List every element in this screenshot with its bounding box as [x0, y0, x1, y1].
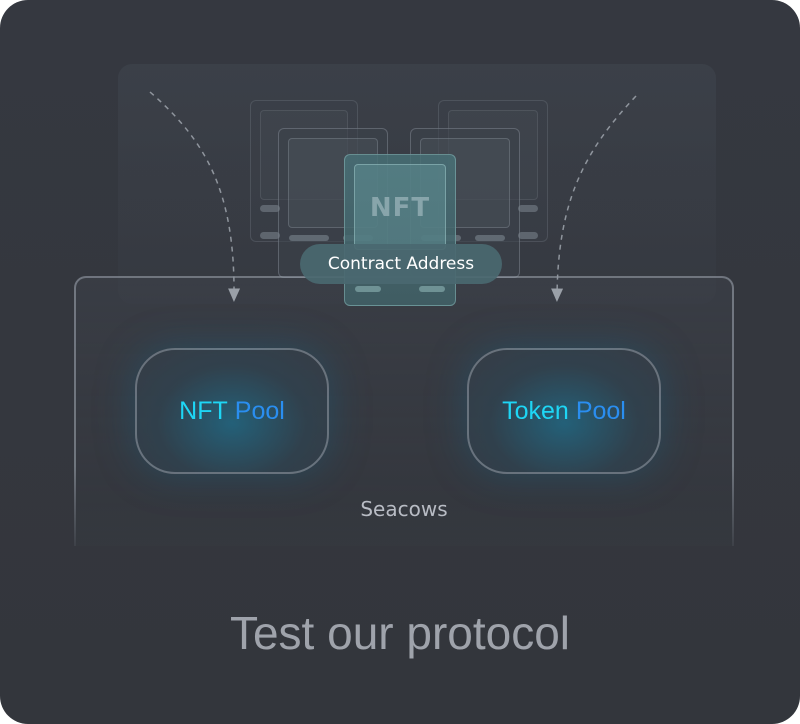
token-pool-button[interactable]: Token Pool	[467, 348, 661, 474]
seacows-label: Seacows	[360, 497, 448, 521]
nft-pool-button[interactable]: NFT Pool	[135, 348, 329, 474]
seacows-container	[74, 276, 734, 546]
arrow-left	[149, 91, 241, 302]
contract-address-pill: Contract Address	[300, 244, 502, 284]
nft-pool-word1: NFT	[179, 396, 228, 425]
arrow-right	[551, 95, 637, 302]
token-pool-word1: Token	[502, 396, 569, 425]
page-title: Test our protocol	[229, 607, 571, 659]
contract-address-label: Contract Address	[327, 254, 475, 274]
nft-pool-word2: Pool	[234, 396, 285, 425]
token-pool-word2: Pool	[575, 396, 626, 425]
nft-card-label: NFT	[369, 193, 431, 223]
